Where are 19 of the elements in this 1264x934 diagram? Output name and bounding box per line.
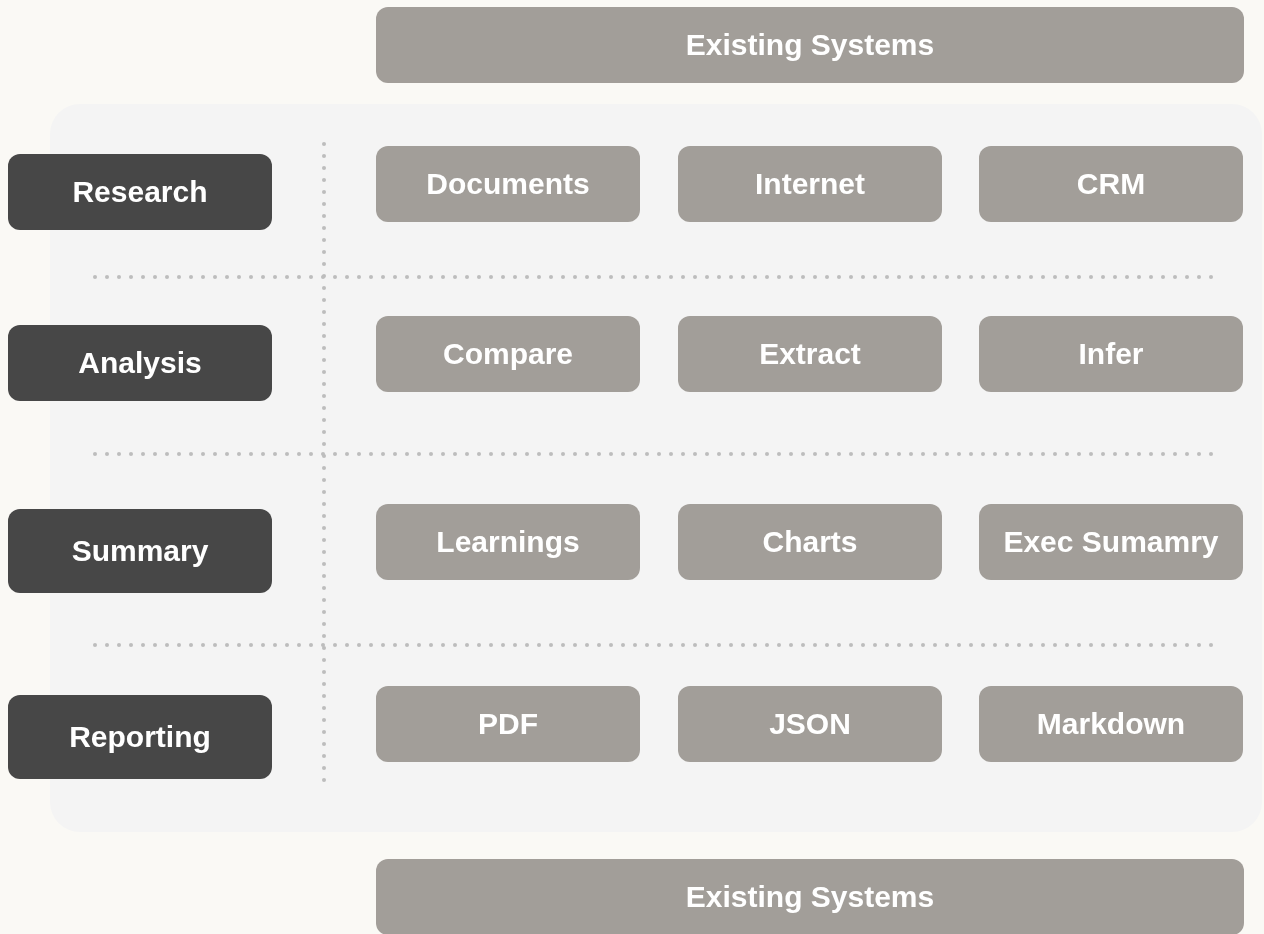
stage-label: Summary bbox=[8, 509, 272, 593]
item-box: Charts bbox=[678, 504, 942, 580]
stage-label: Analysis bbox=[8, 325, 272, 401]
item-box: PDF bbox=[376, 686, 640, 762]
item-box: CRM bbox=[979, 146, 1243, 222]
item-box: Compare bbox=[376, 316, 640, 392]
item-box: Internet bbox=[678, 146, 942, 222]
item-box: Learnings bbox=[376, 504, 640, 580]
item-box: Extract bbox=[678, 316, 942, 392]
item-box: Infer bbox=[979, 316, 1243, 392]
panel-background bbox=[50, 104, 1262, 832]
system-bar: Existing Systems bbox=[376, 859, 1244, 934]
item-box: Exec Sumamry bbox=[979, 504, 1243, 580]
system-bar: Existing Systems bbox=[376, 7, 1244, 83]
stage-label: Reporting bbox=[8, 695, 272, 779]
item-box: Documents bbox=[376, 146, 640, 222]
item-box: Markdown bbox=[979, 686, 1243, 762]
item-box: JSON bbox=[678, 686, 942, 762]
stage-label: Research bbox=[8, 154, 272, 230]
